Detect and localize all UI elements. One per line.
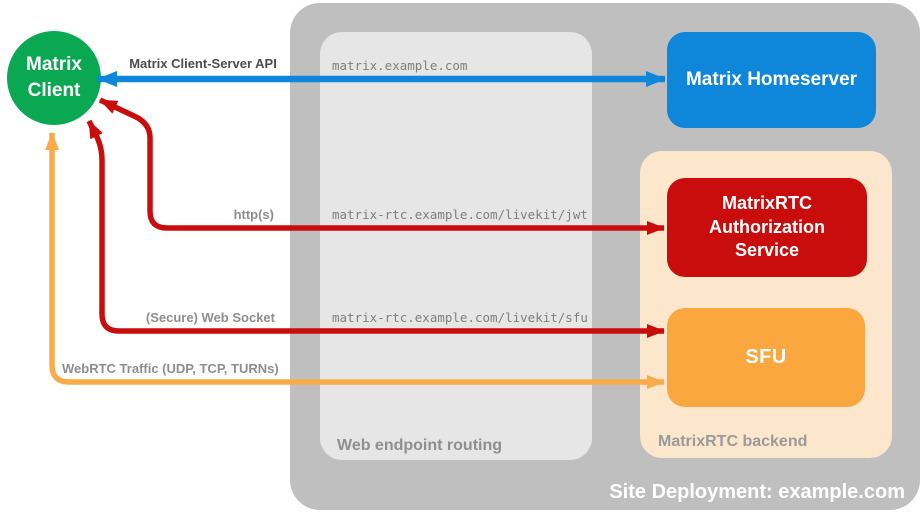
web-endpoint-routing-label: Web endpoint routing [337,437,503,454]
sfu-label: SFU [745,346,787,368]
client-server-api-label: Matrix Client-Server API [129,56,277,71]
matrix-client-node: Matrix Client [7,31,101,125]
site-deployment-label: Site Deployment: example.com [609,481,905,503]
webrtc-traffic-label: WebRTC Traffic (UDP, TCP, TURNs) [62,361,279,376]
route-livekit-sfu: matrix-rtc.example.com/livekit/sfu [332,310,588,325]
matrixrtc-backend-label: MatrixRTC backend [658,433,808,450]
matrix-homeserver-label: Matrix Homeserver [685,69,858,90]
https-label: http(s) [233,207,274,222]
matrixrtc-authorization-service-label: MatrixRTC Authorization Service [709,193,825,261]
route-livekit-jwt: matrix-rtc.example.com/livekit/jwt [332,207,588,222]
route-matrix-example-com: matrix.example.com [332,58,468,73]
matrix-client-label: Matrix Client [26,54,82,101]
web-endpoint-routing-container [320,32,592,460]
websocket-label: (Secure) Web Socket [145,310,275,325]
sfu-node: SFU [667,308,865,407]
matrixrtc-authorization-service-node: MatrixRTC Authorization Service [667,178,867,277]
matrix-homeserver-node: Matrix Homeserver [667,32,876,128]
